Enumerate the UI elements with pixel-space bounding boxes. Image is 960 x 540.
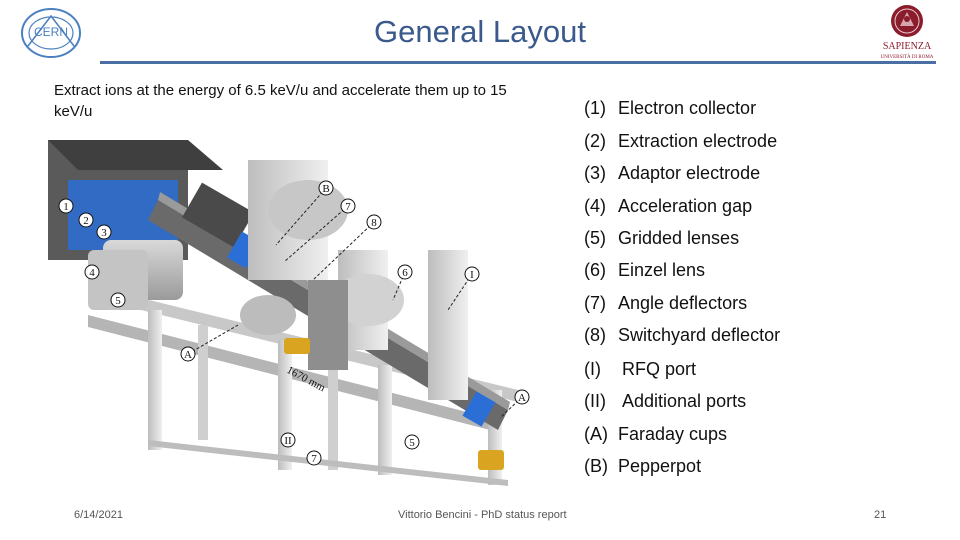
legend-label: Electron collector xyxy=(618,98,757,118)
callout-markers: 1 2 3 4 5 6 7 8 I B A A II 5 7 xyxy=(58,180,530,466)
pepperpot-gold-parts xyxy=(284,338,504,470)
legend-code: (B) xyxy=(584,456,608,476)
marker-A-left: A xyxy=(184,349,192,361)
legend-item: (7) Angle deflectors xyxy=(584,293,747,314)
marker-5: 5 xyxy=(115,295,121,307)
marker-II: II xyxy=(284,435,292,447)
svg-text:CERN: CERN xyxy=(34,25,68,39)
legend-label: Pepperpot xyxy=(618,456,702,476)
slide-title: General Layout xyxy=(374,14,586,49)
marker-B: B xyxy=(322,183,329,195)
legend-item: (2) Extraction electrode xyxy=(584,131,777,152)
legend-item: (I) RFQ port xyxy=(584,359,696,380)
marker-7: 7 xyxy=(345,201,351,213)
legend-label: RFQ port xyxy=(622,359,697,379)
legend-item: (6) Einzel lens xyxy=(584,260,705,281)
legend-code: (1) xyxy=(584,98,606,118)
legend-code: (I) xyxy=(584,359,601,379)
legend-label: Acceleration gap xyxy=(618,196,753,216)
footer-presentation-title: Vittorio Bencini - PhD status report xyxy=(398,509,567,521)
sapienza-logo: SAPIENZA UNIVERSITÀ DI ROMA xyxy=(881,5,934,60)
legend-label: Angle deflectors xyxy=(618,293,748,313)
slide-number: 21 xyxy=(874,509,887,521)
legend-label: Faraday cups xyxy=(618,424,728,444)
legend-item: (B) Pepperpot xyxy=(584,456,701,477)
footer-date: 6/14/2021 xyxy=(74,509,123,521)
marker-7-bottom: 7 xyxy=(311,453,317,465)
legend-code: (8) xyxy=(584,325,606,345)
marker-A-right: A xyxy=(518,392,526,404)
legend-label: Additional ports xyxy=(622,391,747,411)
intro-text: Extract ions at the energy of 6.5 keV/u … xyxy=(54,82,507,120)
marker-2: 2 xyxy=(83,215,89,227)
legend-label: Einzel lens xyxy=(618,260,706,280)
marker-8: 8 xyxy=(371,217,377,229)
legend-label: Switchyard deflector xyxy=(618,325,781,345)
svg-text:UNIVERSITÀ DI ROMA: UNIVERSITÀ DI ROMA xyxy=(881,54,934,60)
legend-item: (5) Gridded lenses xyxy=(584,228,739,249)
marker-6: 6 xyxy=(402,267,408,279)
vacuum-chambers xyxy=(88,160,468,400)
legend-code: (5) xyxy=(584,228,606,248)
marker-5-bottom: 5 xyxy=(409,437,415,449)
legend-code: (II) xyxy=(584,391,606,411)
svg-text:SAPIENZA: SAPIENZA xyxy=(883,41,932,52)
marker-1: 1 xyxy=(63,201,69,213)
legend-label: Gridded lenses xyxy=(618,228,740,248)
legend-item: (A) Faraday cups xyxy=(584,424,727,445)
cern-logo: CERN xyxy=(21,8,81,58)
legend-code: (7) xyxy=(584,293,606,313)
legend-code: (6) xyxy=(584,260,606,280)
legend-item: (II) Additional ports xyxy=(584,391,746,412)
legend-code: (4) xyxy=(584,196,606,216)
legend-code: (3) xyxy=(584,163,606,183)
title-divider xyxy=(100,61,936,64)
marker-I: I xyxy=(470,269,474,281)
legend-item: (1) Electron collector xyxy=(584,98,756,119)
legend-item: (8) Switchyard deflector xyxy=(584,325,780,346)
marker-3: 3 xyxy=(101,227,107,239)
legend-item: (3) Adaptor electrode xyxy=(584,163,760,184)
legend-item: (4) Acceleration gap xyxy=(584,196,752,217)
legend-label: Extraction electrode xyxy=(618,131,778,151)
legend-label: Adaptor electrode xyxy=(618,163,761,183)
legend-code: (2) xyxy=(584,131,606,151)
marker-4: 4 xyxy=(89,267,95,279)
legend-code: (A) xyxy=(584,424,608,444)
beamline-drawing: 1 2 3 4 5 6 7 8 I B A A II 5 7 1670 mm xyxy=(48,140,530,486)
